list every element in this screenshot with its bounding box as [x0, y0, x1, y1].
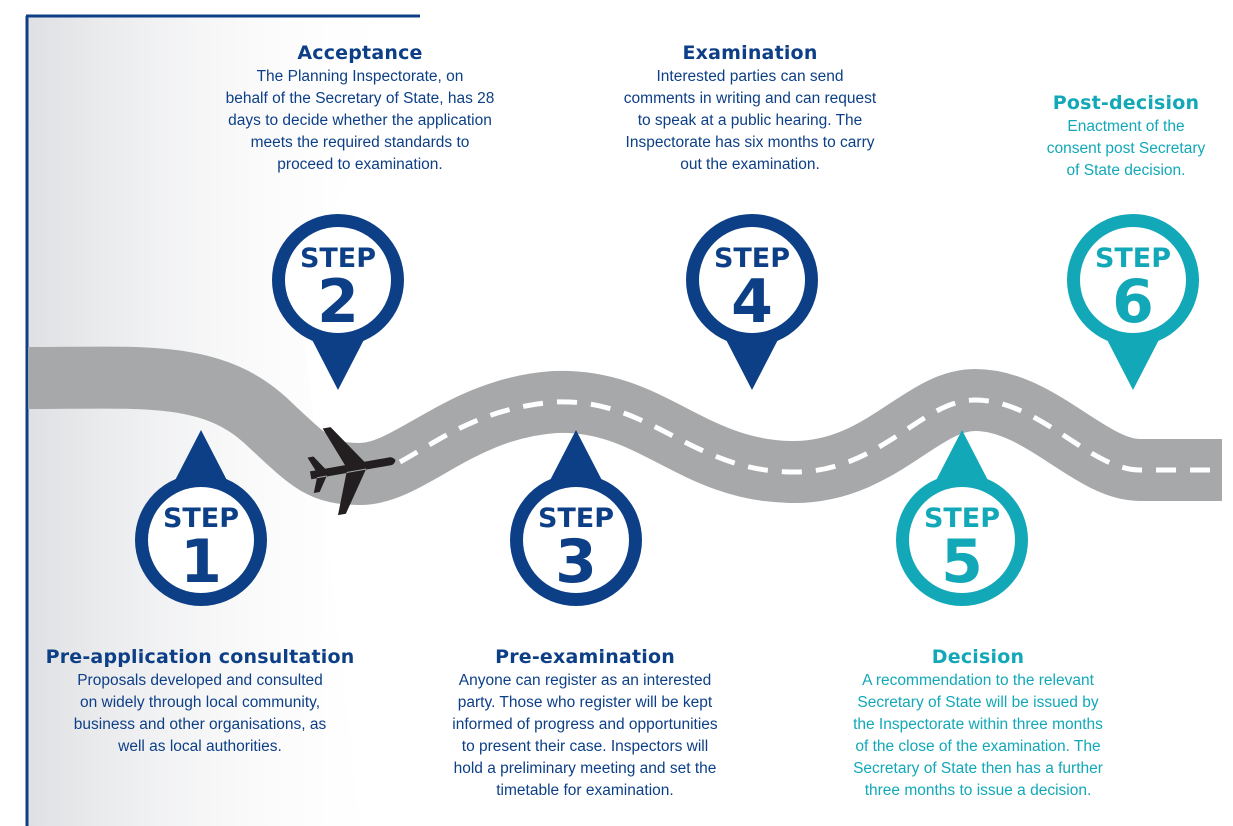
step-1-label: STEP: [163, 503, 239, 534]
step-3-line-1: Anyone can register as an interested: [458, 672, 712, 689]
step-4-disc: [699, 227, 805, 333]
step-2-description: Acceptance The Planning Inspectorate, on…: [180, 42, 540, 176]
step-2-label: STEP: [300, 243, 376, 274]
step-2-line-1: The Planning Inspectorate, on: [256, 68, 464, 85]
step-5-number: 5: [941, 527, 983, 597]
step-2-line-4: meets the required standards to: [250, 134, 470, 151]
step-4-number: 4: [731, 267, 773, 337]
step-5-title: Decision: [931, 646, 1025, 668]
step-4-description: Examination Interested parties can send …: [575, 42, 925, 176]
airplane-icon: [307, 427, 396, 516]
step-4-line-4: Inspectorate has six months to carry: [625, 134, 875, 151]
step-1-disc: [148, 487, 254, 593]
step-6-label: STEP: [1095, 243, 1171, 274]
step-5-description: Decision A recommendation to the relevan…: [800, 646, 1156, 802]
step-1-line-3: business and other organisations, as: [73, 716, 327, 733]
step-2-line-2: behalf of the Secretary of State, has 28: [225, 90, 495, 107]
step-6-line-2: consent post Secretary: [1046, 140, 1206, 157]
step-3-line-3: informed of progress and opportunities: [452, 716, 718, 733]
step-3-description: Pre-examination Anyone can register as a…: [410, 646, 760, 802]
step-5-disc: [909, 487, 1015, 593]
step-6-title: Post-decision: [1052, 92, 1200, 114]
step-6-line-3: of State decision.: [1066, 162, 1186, 179]
step-1-number: 1: [180, 527, 222, 597]
step-5-line-2: Secretary of State will be issued by: [857, 694, 1099, 711]
step-6-line-1: Enactment of the: [1067, 118, 1185, 135]
step-6-description: Post-decision Enactment of the consent p…: [1020, 92, 1232, 182]
step-1-line-1: Proposals developed and consulted: [77, 672, 323, 689]
step-4-line-1: Interested parties can send: [656, 68, 844, 85]
road-center-dashes: [398, 397, 1222, 475]
step-2-number: 2: [317, 267, 359, 337]
step-4-title: Examination: [682, 42, 818, 64]
step-1-description: Pre-application consultation Proposals d…: [32, 646, 368, 758]
step-1-line-2: on widely through local community,: [79, 694, 321, 711]
step-3-line-5: hold a preliminary meeting and set the: [453, 760, 717, 777]
step-3-title: Pre-examination: [495, 646, 675, 668]
step-1-title: Pre-application consultation: [45, 646, 355, 668]
step-6-number: 6: [1112, 267, 1154, 337]
step-3-label: STEP: [538, 503, 614, 534]
step-3-line-2: party. Those who register will be kept: [457, 694, 713, 711]
step-4-line-5: out the examination.: [680, 156, 820, 173]
step-5-line-6: three months to issue a decision.: [864, 782, 1092, 799]
step-2-disc: [285, 227, 391, 333]
step-4-line-2: comments in writing and can request: [623, 90, 877, 107]
step-2-line-5: proceed to examination.: [277, 156, 443, 173]
step-3-number: 3: [555, 527, 597, 597]
step-5-line-5: Secretary of State then has a further: [853, 760, 1103, 777]
step-5-line-4: of the close of the examination. The: [855, 738, 1101, 755]
step-4-line-3: to speak at a public hearing. The: [637, 112, 863, 129]
step-6-disc: [1080, 227, 1186, 333]
step-3-line-6: timetable for examination.: [496, 782, 674, 799]
step-5-line-1: A recommendation to the relevant: [862, 672, 1094, 689]
step-5-label: STEP: [924, 503, 1000, 534]
step-3-disc: [523, 487, 629, 593]
step-3-line-4: to present their case. Inspectors will: [461, 738, 709, 755]
step-4-label: STEP: [714, 243, 790, 274]
step-2-title: Acceptance: [297, 42, 423, 64]
step-2-line-3: days to decide whether the application: [228, 112, 492, 129]
step-5-line-3: the Inspectorate within three months: [853, 716, 1103, 733]
step-1-line-4: well as local authorities.: [118, 738, 282, 755]
